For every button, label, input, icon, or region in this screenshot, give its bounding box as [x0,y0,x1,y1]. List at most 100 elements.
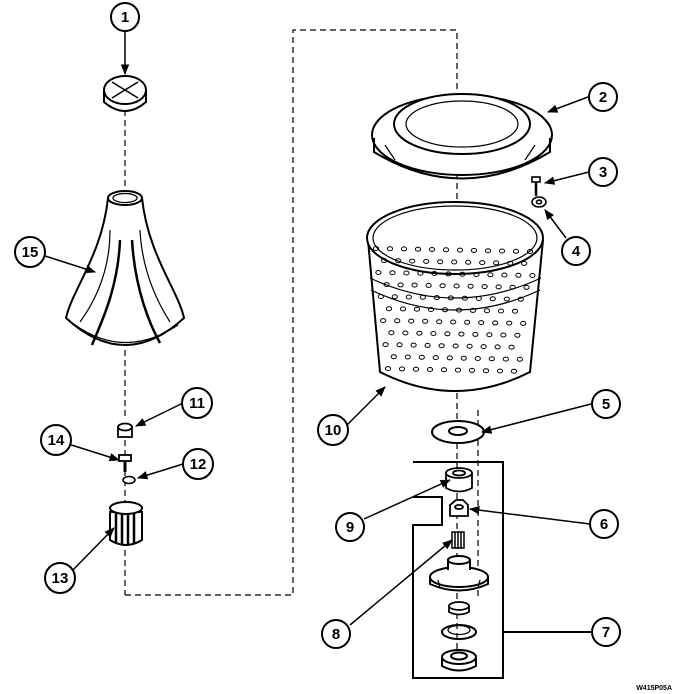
perforation-hole [481,284,488,290]
perforation-hole [385,306,393,312]
part-screw [531,176,541,196]
perforation-hole [483,308,491,314]
perforation-hole [432,355,439,361]
svg-text:12: 12 [190,456,207,473]
perforation-hole [438,343,445,349]
perforation-hole [444,331,451,337]
callout-2: 2 [588,82,618,112]
callout-15: 15 [14,236,46,268]
part-balance-ring [371,93,553,180]
perforation-hole [426,367,434,372]
perforation-hole [487,272,494,278]
perforation-hole [386,246,394,252]
perforation-hole [455,307,463,313]
perforation-hole [440,367,448,373]
perforation-hole [391,294,398,300]
perforation-hole [447,295,454,301]
callout-4: 4 [561,236,591,266]
perforation-hole [470,247,478,253]
callout-13: 13 [44,562,76,594]
kit-bracket [412,461,592,679]
perforation-hole [521,260,528,266]
perforation-hole [484,248,492,254]
perforation-hole [428,247,436,252]
perforation-hole [416,330,423,336]
perforation-hole [506,320,513,326]
callout-12: 12 [182,448,214,480]
perforation-hole [397,282,404,288]
perforation-hole [395,258,402,264]
leader-lines [41,32,592,626]
callout-6: 6 [589,509,619,539]
perforation-hole [436,319,443,325]
perforation-hole [450,319,457,325]
perforation-hole [486,332,493,338]
callout-7: 7 [591,617,621,647]
svg-text:10: 10 [325,422,342,439]
perforation-hole [493,260,500,266]
perforation-hole [382,342,389,348]
svg-text:15: 15 [22,244,39,261]
perforation-hole [515,272,522,278]
svg-text:11: 11 [189,395,205,412]
perforation-hole [423,258,430,264]
perforation-hole [380,318,387,324]
perforation-hole [460,355,467,361]
part-basket [366,201,544,392]
perforation-hole [439,283,446,289]
perforation-hole [381,258,388,264]
perforation-hole [502,356,509,362]
perforation-hole [413,306,421,312]
svg-text:1: 1 [121,9,129,26]
part-nut [117,422,133,438]
callout-8: 8 [321,619,351,649]
perforation-hole [412,366,420,372]
perforation-hole [425,282,432,288]
callout-5: 5 [591,389,621,419]
perforation-hole [511,308,519,314]
perforation-hole [403,270,410,276]
perforation-hole [390,354,397,360]
part-spline [451,531,465,549]
perforation-hole [509,284,516,290]
perforation-hole [411,282,418,288]
perforation-hole [441,307,449,313]
perforation-hole [400,246,408,252]
perforation-hole [517,296,524,302]
perforation-hole [427,307,435,312]
perforation-hole [512,248,520,254]
part-flange [431,420,485,444]
perforation-hole [451,259,458,265]
part-seal-washer [531,196,547,208]
perforation-hole [452,343,459,349]
svg-text:3: 3 [599,164,607,181]
svg-text:4: 4 [572,243,581,260]
perforation-hole [468,367,476,373]
perforation-hole [437,259,444,265]
perforation-hole [516,356,523,362]
perforation-hole [496,368,504,374]
perforation-hole [500,332,507,338]
part-seal-ring [441,624,477,640]
perforation-hole [473,272,480,277]
perforation-hole [495,284,502,290]
perforation-hole [372,246,380,251]
perforation-hole [445,271,452,277]
perforation-hole [389,270,396,276]
part-gear-housing [429,555,489,592]
part-cap [103,75,147,112]
perforation-hole [409,258,416,264]
perforation-hole [467,283,474,289]
perforation-hole [510,368,518,374]
svg-text:9: 9 [346,519,354,536]
callout-11: 11 [181,387,213,419]
perforation-hole [408,318,415,324]
svg-text:2: 2 [599,89,607,106]
perforation-hole [497,308,505,314]
perforation-hole [422,318,429,324]
perforation-hole [459,271,466,277]
perforation-hole [384,366,392,372]
part-agitator [64,190,186,346]
callout-9: 9 [335,512,365,542]
perforation-hole [474,356,481,361]
